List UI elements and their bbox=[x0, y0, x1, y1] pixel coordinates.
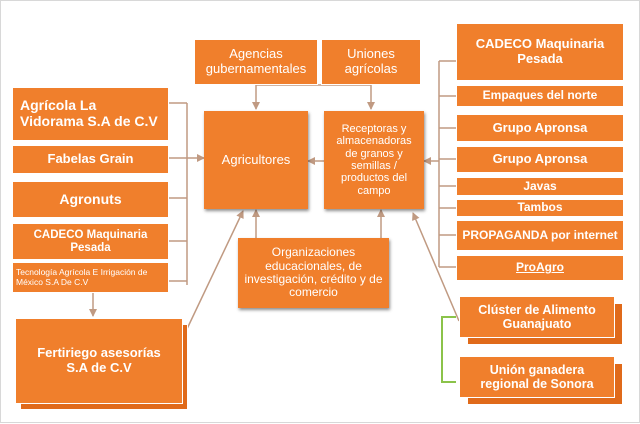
agencias-gubernamentales-box: Agencias gubernamentales bbox=[194, 39, 318, 85]
edge-cluster-receptoras bbox=[412, 212, 460, 322]
receptoras-box: Receptoras y almacenadoras de granos y s… bbox=[324, 111, 424, 209]
green-bracket bbox=[441, 316, 456, 383]
right-node-apronsa-2-label: Grupo Apronsa bbox=[492, 151, 588, 167]
right-node-cadeco: CADECO Maquinaria Pesada bbox=[456, 23, 624, 81]
organizaciones-box: Organizaciones educacionales, de investi… bbox=[238, 238, 389, 308]
right-node-union: Unión ganadera regional de Sonora bbox=[459, 356, 615, 398]
left-node-cadeco: CADECO Maquinaria Pesada bbox=[12, 223, 169, 260]
right-node-tambos-label: Tambos bbox=[517, 200, 563, 215]
left-node-vidorama: Agrícola La Vidorama S.A de C.V bbox=[12, 87, 169, 141]
organizaciones-label: Organizaciones educacionales, de investi… bbox=[244, 245, 383, 300]
right-node-tambos: Tambos bbox=[456, 199, 624, 217]
agencias-label: Agencias gubernamentales bbox=[205, 46, 307, 76]
left-node-tecnologia-label: Tecnología Agrícola E Irrigación de Méxi… bbox=[16, 266, 148, 287]
right-node-cluster-label: Clúster de Alimento Guanajuato bbox=[478, 303, 596, 331]
left-node-agronuts-label: Agronuts bbox=[59, 190, 122, 207]
right-node-propaganda: PROPAGANDA por internet bbox=[456, 220, 624, 251]
right-node-union-label: Unión ganadera regional de Sonora bbox=[480, 363, 594, 391]
right-node-javas: Javas bbox=[456, 177, 624, 196]
left-node-vidorama-label: Agrícola La Vidorama S.A de C.V bbox=[20, 97, 158, 129]
right-node-cadeco-label: CADECO Maquinaria Pesada bbox=[475, 36, 605, 66]
uniones-agricolas-box: Uniones agrícolas bbox=[321, 39, 421, 85]
right-node-javas-label: Javas bbox=[523, 178, 557, 193]
right-node-empaques-label: Empaques del norte bbox=[482, 88, 598, 103]
right-node-apronsa-1-label: Grupo Apronsa bbox=[492, 119, 588, 135]
edge-fertiriego-agricultores bbox=[185, 210, 244, 332]
left-node-tecnologia: Tecnología Agrícola E Irrigación de Méxi… bbox=[12, 262, 169, 293]
left-node-fertiriego-label: Fertiriego asesorías S.A de C.V bbox=[37, 345, 161, 375]
left-node-fabelas-label: Fabelas Grain bbox=[47, 151, 134, 167]
uniones-label: Uniones agrícolas bbox=[344, 46, 398, 76]
receptoras-label: Receptoras y almacenadoras de granos y s… bbox=[336, 123, 412, 197]
right-node-empaques: Empaques del norte bbox=[456, 85, 624, 107]
right-node-proagro-label: ProAgro bbox=[516, 260, 564, 275]
left-node-fabelas: Fabelas Grain bbox=[12, 145, 169, 174]
agricultores-label: Agricultores bbox=[221, 151, 291, 167]
right-node-propaganda-label: PROPAGANDA por internet bbox=[462, 227, 618, 242]
right-node-proagro: ProAgro bbox=[456, 255, 624, 281]
right-node-apronsa-2: Grupo Apronsa bbox=[456, 146, 624, 173]
right-node-cluster: Clúster de Alimento Guanajuato bbox=[459, 296, 615, 338]
left-node-fertiriego: Fertiriego asesorías S.A de C.V bbox=[15, 318, 183, 404]
left-node-agronuts: Agronuts bbox=[12, 181, 169, 218]
right-node-apronsa-1: Grupo Apronsa bbox=[456, 114, 624, 142]
left-node-cadeco-label: CADECO Maquinaria Pesada bbox=[33, 228, 148, 254]
agricultores-box: Agricultores bbox=[204, 111, 308, 209]
